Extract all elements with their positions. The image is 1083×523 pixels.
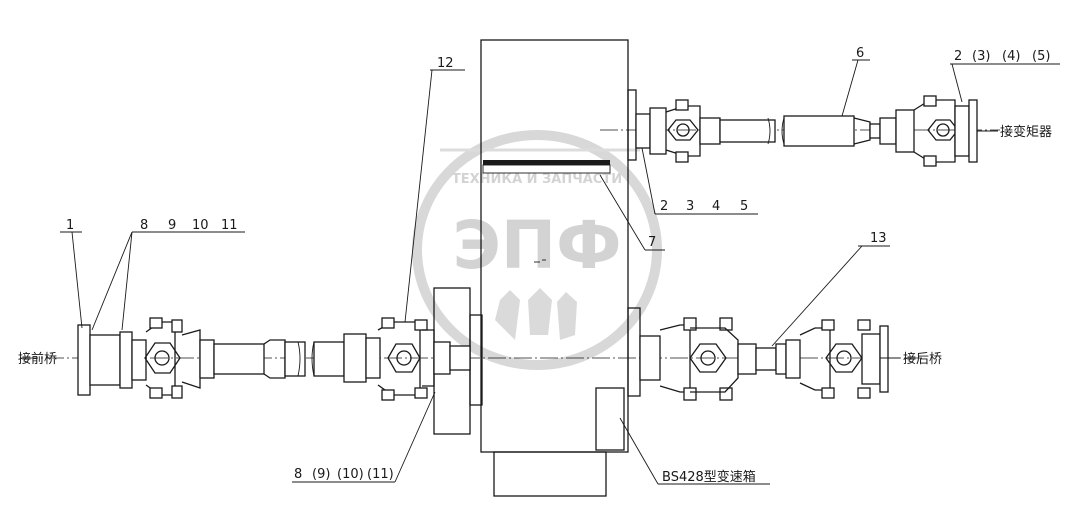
callout-bottom-d: (11)	[367, 467, 394, 482]
callout-1: 1	[66, 218, 74, 233]
callout-left-a: 8	[140, 218, 148, 233]
callout-top-b: (3)	[972, 49, 990, 64]
callout-mid-d: 5	[740, 199, 748, 214]
callout-mid-a: 2	[660, 199, 668, 214]
callout-top-d: (5)	[1032, 49, 1050, 64]
callout-bottom-c: (10)	[337, 467, 364, 482]
callout-6: 6	[856, 46, 864, 61]
upper-drive-shaft	[635, 95, 978, 167]
callout-left-c: 10	[192, 218, 209, 233]
callout-bottom-a: 8	[294, 467, 302, 482]
callout-top-a: 2	[954, 49, 962, 64]
callout-bottom-b: (9)	[312, 467, 330, 482]
watermark: ТЕХНИКА И ЗАПЧАСТИ ЭПФ	[412, 130, 662, 370]
callout-13: 13	[870, 231, 887, 246]
callout-7: 7	[648, 235, 656, 250]
label-front-axle: 接前桥	[18, 351, 57, 367]
rear-drive-shaft	[639, 317, 889, 401]
callout-top-c: (4)	[1002, 49, 1020, 64]
callout-left-b: 9	[168, 218, 176, 233]
label-rear-axle: 接后桥	[903, 351, 942, 367]
watermark-main-text: ЭПФ	[452, 207, 621, 284]
leader-lines	[60, 59, 1060, 485]
callout-left-d: 11	[221, 218, 238, 233]
callout-12: 12	[437, 56, 454, 71]
callout-mid-c: 4	[712, 199, 720, 214]
label-torque-converter: 接变矩器	[1000, 124, 1052, 140]
callout-mid-b: 3	[686, 199, 694, 214]
watermark-top-text: ТЕХНИКА И ЗАПЧАСТИ	[452, 172, 622, 187]
front-drive-shaft	[77, 317, 471, 401]
label-gearbox: BS428型变速箱	[662, 469, 756, 485]
